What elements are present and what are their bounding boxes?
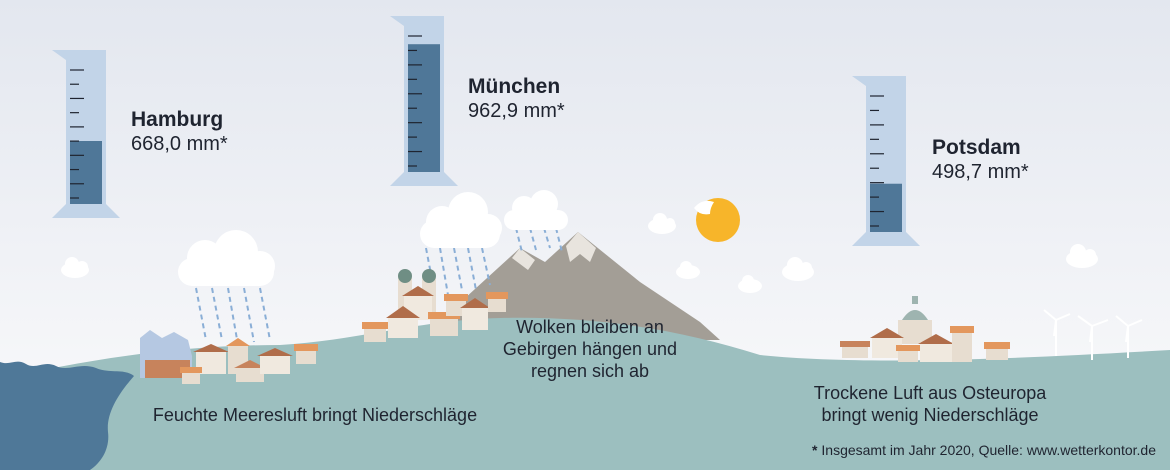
footnote-star: * [812,442,818,458]
caption-east: Trockene Luft aus Osteuropa bringt wenig… [780,382,1080,426]
small-cloud-icon [61,257,89,278]
city-name: Hamburg [131,108,224,131]
house [193,344,229,374]
footnote: * Insgesamt im Jahr 2020, Quelle: www.we… [812,442,1156,458]
small-cloud-icon [738,275,762,293]
background-clouds [61,213,1098,293]
city-label-hamburg: Hamburg 668,0 mm* [131,108,228,156]
caption-line: Trockene Luft aus Osteuropa [813,383,1047,403]
hamburg-buildings [140,330,318,384]
wind-turbine-icon [1043,309,1071,356]
small-cloud-icon [1066,244,1098,268]
rain-gauge-hamburg [52,50,120,218]
small-cloud-icon [676,261,700,279]
sun-icon [694,198,740,242]
house [444,294,468,316]
city-name: Potsdam [932,136,1021,159]
city-name: München [468,75,561,98]
rain-gauge-muenchen [390,16,458,186]
precipitation-value: 498,7 mm* [932,161,1029,183]
caption-mountain: Wolken bleiben an Gebirgen hängen und re… [480,316,700,382]
house [984,342,1010,360]
caption-line: Wolken bleiben an [516,317,664,337]
rain-gauge-potsdam [852,76,920,246]
house [257,348,293,374]
caption-line: bringt wenig Niederschläge [821,405,1039,425]
house [950,326,974,362]
precipitation-value: 668,0 mm* [131,133,228,155]
house [294,344,318,364]
house [362,322,388,342]
caption-line: Gebirgen hängen und [502,339,678,359]
wind-turbine-icon [1115,315,1143,358]
munich-buildings [362,269,508,342]
wind-turbine-icon [1077,315,1109,360]
sea [0,361,134,470]
city-label-muenchen: München 962,9 mm* [468,75,565,123]
caption-coast: Feuchte Meeresluft bringt Niederschläge [152,405,478,425]
precipitation-value: 962,9 mm* [468,100,565,122]
house [428,312,460,336]
caption-line: regnen sich ab [530,361,650,381]
potsdam-buildings [840,296,1010,362]
footnote-text: Insgesamt im Jahr 2020, Quelle: www.wett… [821,442,1156,458]
small-cloud-icon [782,257,814,281]
house [918,334,954,362]
house [896,345,920,362]
wind-turbines [1043,309,1143,360]
city-label-potsdam: Potsdam 498,7 mm* [932,136,1029,184]
gauge-water-level [70,141,102,204]
cloud-icon [504,190,568,230]
small-cloud-icon [648,213,676,234]
house [234,360,266,382]
house [870,328,904,358]
house [180,367,202,384]
mountain-range [430,232,720,340]
rain-clouds [178,190,568,286]
cloud-icon [178,230,275,286]
cloud-icon [420,192,502,248]
house [386,306,420,338]
house [840,341,870,358]
rain-icon [195,227,563,346]
house [486,292,508,312]
gauge-water-level [870,183,902,232]
house [460,298,490,330]
